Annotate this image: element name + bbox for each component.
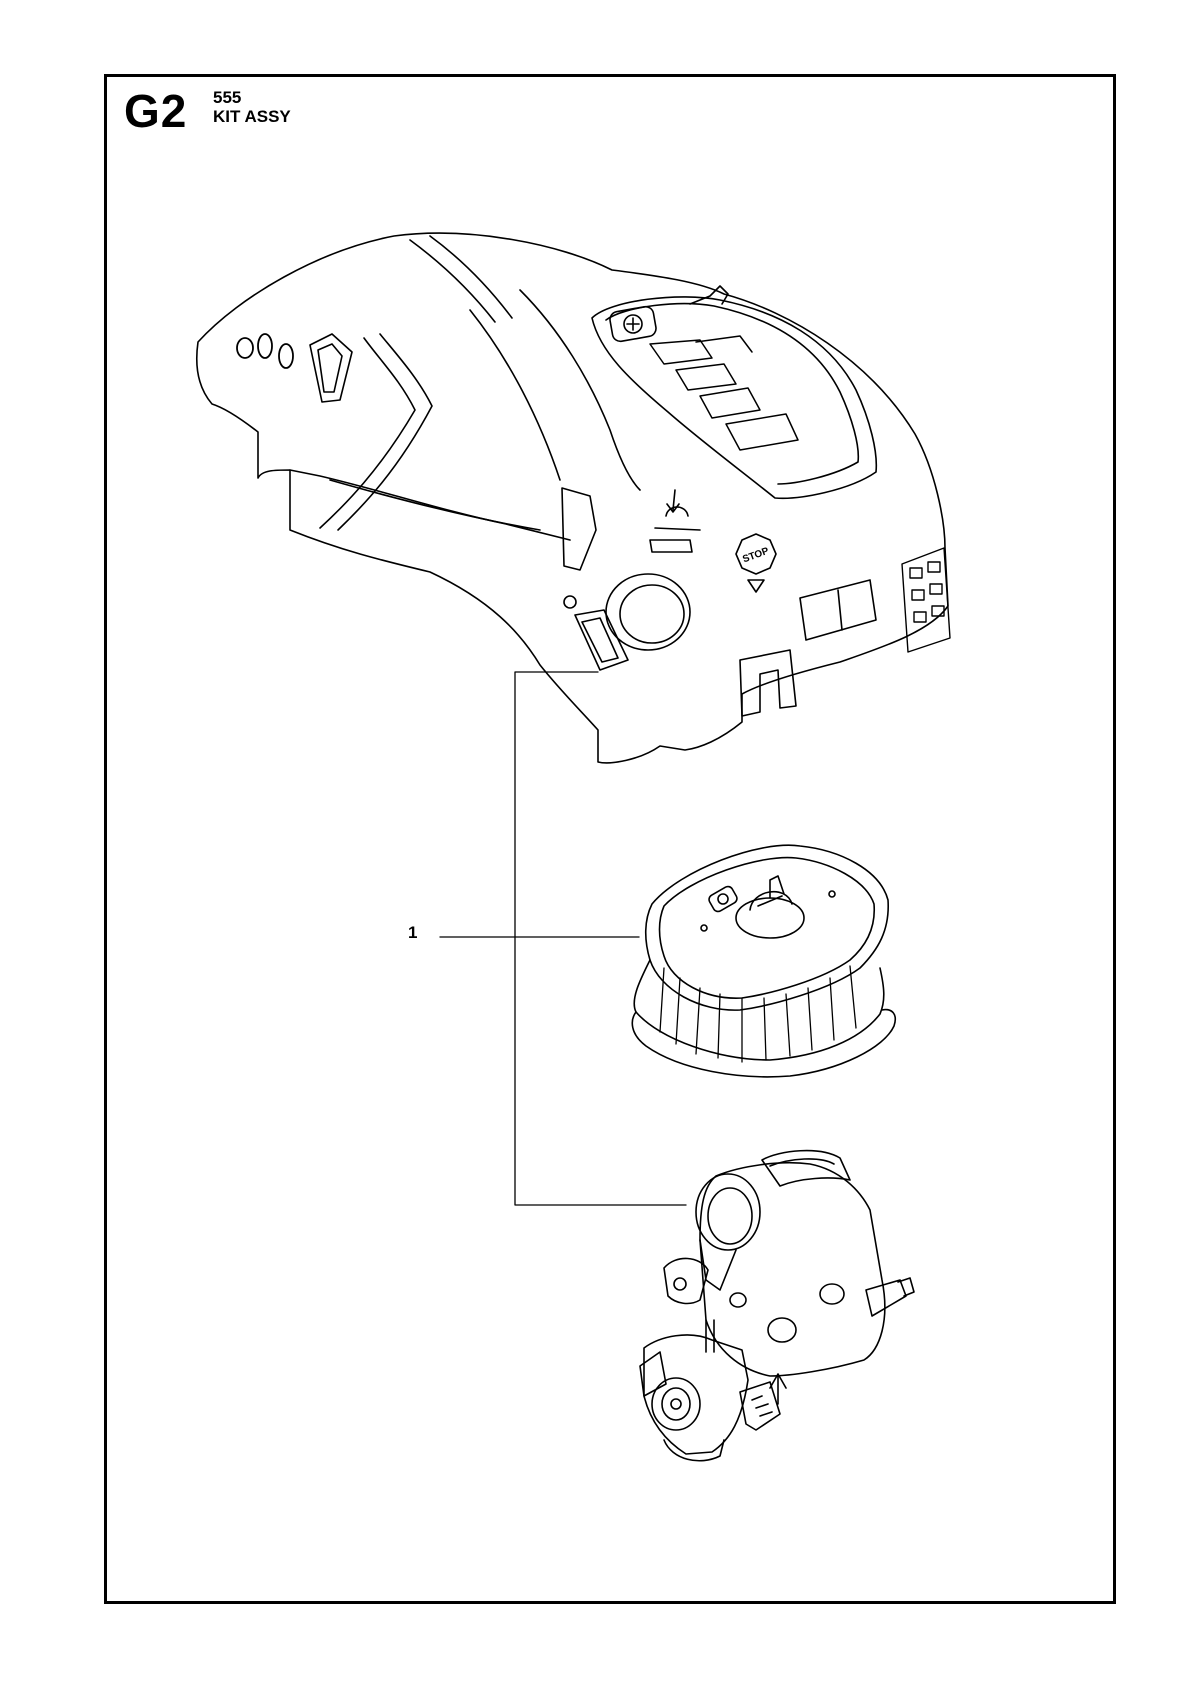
engine-cover-outline	[197, 233, 948, 763]
air-filter-pleats	[660, 966, 856, 1062]
stop-symbol-icon	[736, 534, 776, 592]
air-filter-base	[632, 1010, 895, 1077]
carburettor-body	[644, 1335, 748, 1454]
engine-cover-rear-recess-line	[838, 590, 842, 630]
housing-right-lever	[866, 1280, 906, 1316]
leader-line-cover	[515, 672, 686, 1205]
section-code: G2	[124, 85, 188, 137]
page-frame	[104, 74, 1116, 1604]
carburettor-choke-lever-detail	[752, 1396, 772, 1416]
housing-intake-neck	[700, 1240, 736, 1290]
chain-brake-decal	[237, 334, 293, 368]
choke-symbol-icon	[650, 490, 700, 552]
carburettor-left-bracket	[640, 1352, 666, 1396]
assembly-title: KIT ASSY	[213, 107, 291, 126]
housing-side-clip	[664, 1258, 708, 1303]
air-filter-top	[646, 845, 888, 1010]
air-filter-hole-left	[701, 925, 707, 931]
housing-side-clip-hole	[674, 1278, 686, 1290]
housing-right-shaft	[898, 1278, 914, 1296]
engine-cover-rear-seam	[410, 240, 495, 322]
stop-label: STOP	[741, 546, 770, 566]
callout-number-1: 1	[408, 923, 418, 942]
engine-cover-rear-recess	[800, 580, 876, 640]
engine-cover-drawing: STOP	[197, 233, 950, 763]
carburettor-bottom-gear	[664, 1440, 724, 1461]
engine-cover-band-left	[320, 338, 415, 528]
engine-cover-front-tab-inner	[582, 618, 618, 662]
starter-opening	[606, 574, 690, 650]
housing-mounting-holes	[730, 1284, 844, 1342]
engine-cover-side-shelf-2	[330, 480, 540, 530]
model-number: 555	[213, 88, 242, 107]
air-filter-top-inner	[660, 858, 875, 999]
carburettor-fuel-pump	[652, 1378, 700, 1430]
warning-label-decal	[902, 548, 950, 652]
husqvarna-logo-icon	[609, 305, 658, 342]
carburettor-choke-lever	[740, 1382, 780, 1430]
housing-top-rim	[762, 1151, 850, 1186]
air-filter-drawing	[632, 845, 895, 1077]
engine-cover-grille-panel	[592, 297, 876, 498]
air-filter-body	[634, 960, 884, 1060]
engine-cover-top-tab	[690, 286, 728, 304]
carburettor-arrow-icon	[770, 1374, 786, 1404]
engine-cover-vents	[650, 336, 798, 450]
engine-cover-left-clip	[310, 334, 352, 402]
housing-intake-ring	[696, 1174, 760, 1250]
engine-cover-side-latch	[562, 488, 596, 570]
engine-cover-screw-hole	[564, 596, 576, 608]
engine-cover-rear-seam-2	[430, 236, 512, 318]
engine-cover-grille-inner	[606, 304, 858, 484]
air-filter-hole-right	[829, 891, 835, 897]
carburettor-housing-drawing	[640, 1151, 914, 1461]
engine-cover-left-clip-slot	[318, 344, 342, 392]
air-filter-logo-icon	[707, 885, 739, 914]
engine-cover-inner-curve	[520, 290, 640, 490]
engine-cover-rear-foot	[740, 650, 796, 716]
engine-cover-band-right	[338, 334, 432, 530]
engine-cover-inner-curve-2	[470, 310, 560, 480]
air-filter-knob	[736, 876, 804, 938]
housing-top-rim-inner	[770, 1159, 834, 1166]
engine-cover-front-tab	[575, 610, 628, 670]
callout-leader-lines	[440, 672, 686, 1205]
